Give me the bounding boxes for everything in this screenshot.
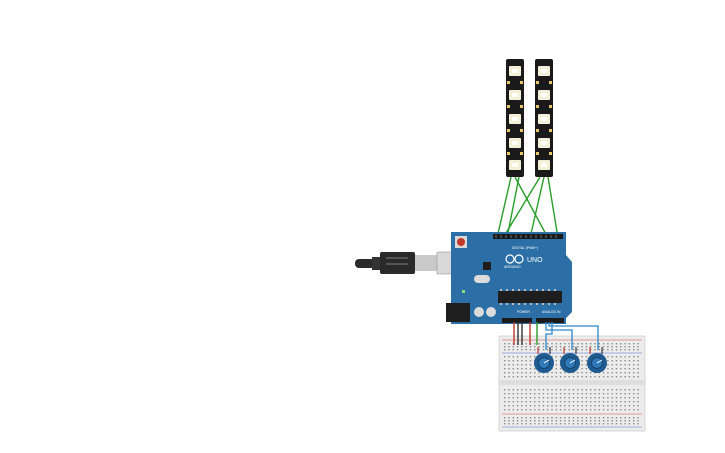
arduino-uno-board[interactable]: DIGITAL (PWM~) UNO ARDUINO	[446, 232, 572, 324]
potentiometer-1[interactable]	[534, 347, 554, 373]
analog-label: ANALOG IN	[542, 310, 561, 314]
signal-wires[interactable]	[496, 176, 559, 239]
potentiometer-2[interactable]	[560, 347, 580, 373]
usb-cable[interactable]	[355, 251, 468, 275]
potentiometer-3[interactable]	[587, 347, 607, 373]
power-label: POWER	[517, 310, 530, 314]
led-strip-1[interactable]	[506, 59, 524, 177]
breadboard-holes	[504, 343, 639, 425]
led-strip-2[interactable]	[535, 59, 553, 177]
digital-label: DIGITAL (PWM~)	[512, 246, 538, 250]
analog-wires[interactable]	[545, 322, 599, 350]
brand-label: ARDUINO	[504, 265, 521, 269]
breadboard[interactable]	[498, 335, 646, 432]
power-wires[interactable]	[513, 322, 538, 345]
arduino-logo-icon	[505, 254, 524, 264]
model-label: UNO	[527, 257, 543, 264]
